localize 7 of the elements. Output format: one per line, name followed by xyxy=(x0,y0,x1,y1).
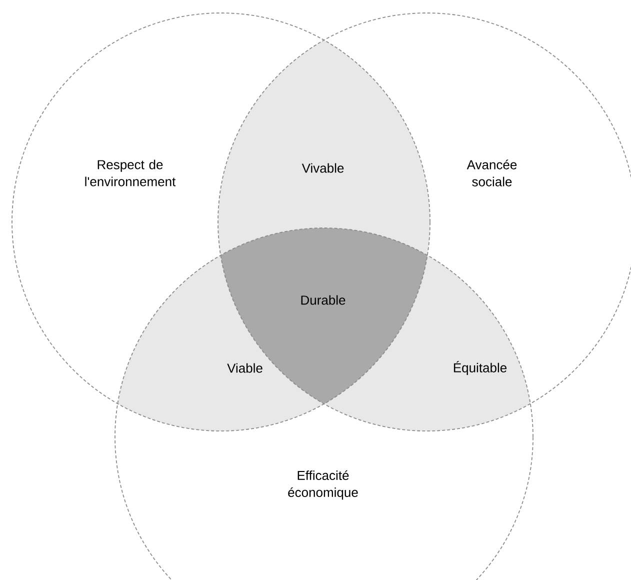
region-label: Équitable xyxy=(454,361,507,375)
circle-label: Efficacité économique xyxy=(288,470,358,500)
region-label: Viable xyxy=(227,363,262,373)
region-label: Vivable xyxy=(302,163,344,173)
circle-label: Avancée sociale xyxy=(466,160,517,186)
region-label: Durable xyxy=(301,295,346,305)
circle-label: Respect de l'environnement xyxy=(85,160,176,186)
